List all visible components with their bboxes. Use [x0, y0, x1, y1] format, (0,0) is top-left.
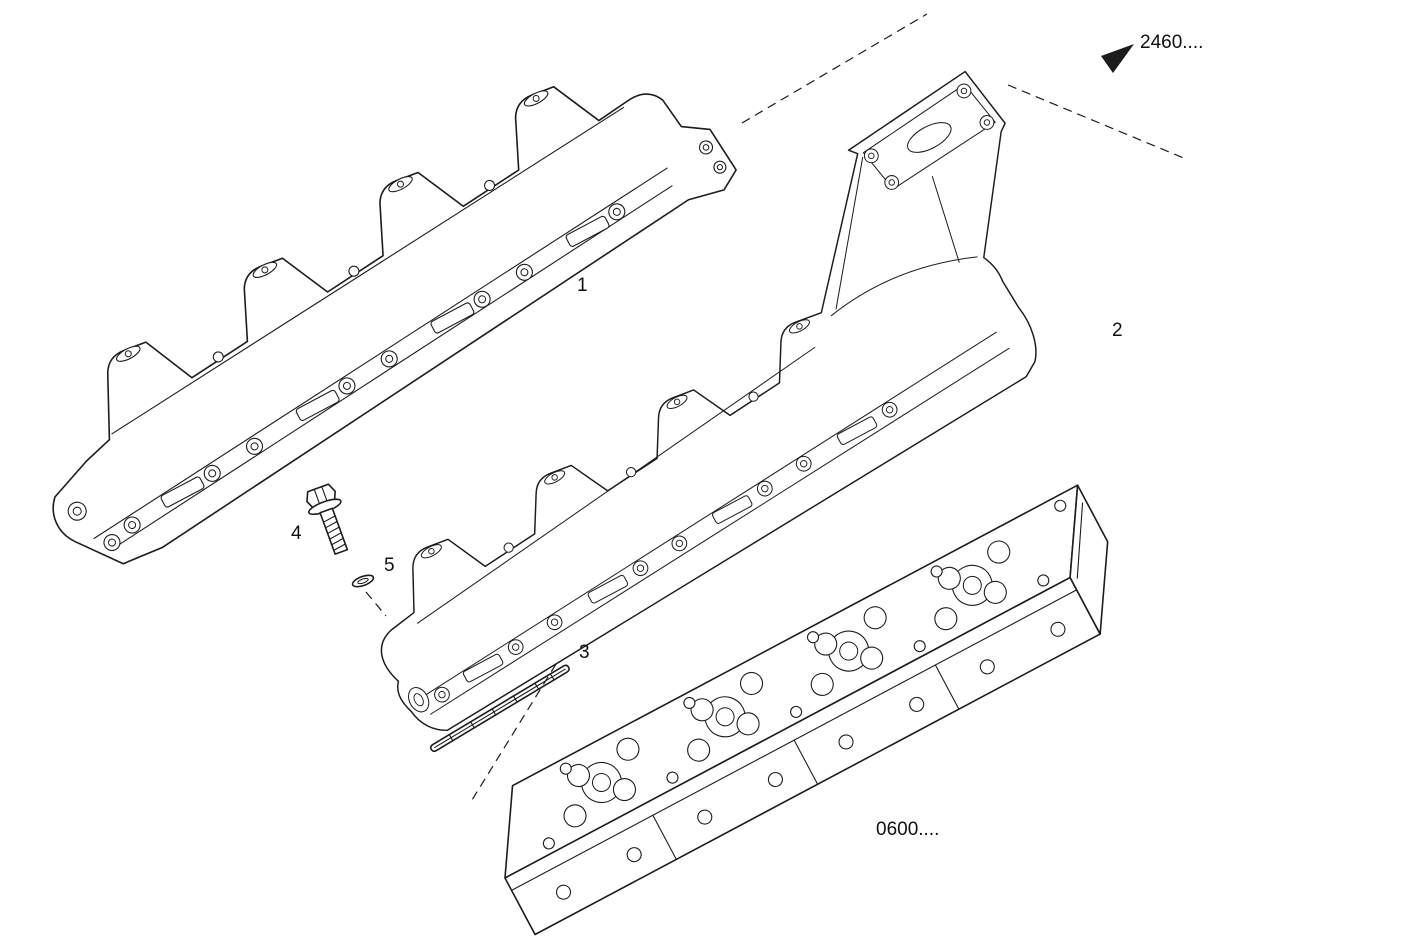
washer-drawing: [351, 574, 375, 588]
reference-0600[interactable]: 0600....: [876, 819, 940, 840]
callout-part-3: 3: [579, 642, 590, 663]
callout-part-4: 4: [291, 523, 302, 544]
callout-part-5: 5: [384, 555, 395, 576]
exhaust-manifold-1-drawing: [52, 86, 737, 565]
gasket-assembly-line: [471, 663, 557, 801]
cylinder-head-drawing: [504, 484, 1109, 936]
direction-arrow-icon: [1101, 44, 1134, 73]
reference-2460[interactable]: 2460....: [1140, 32, 1204, 53]
callout-part-2: 2: [1112, 320, 1123, 341]
washer-assembly-line: [365, 591, 387, 617]
exhaust-manifold-2-drawing: [380, 70, 1037, 732]
bolt-drawing: [306, 483, 349, 555]
gasket-drawing: [429, 664, 570, 753]
reference-leader-lines: [741, 13, 1187, 160]
callout-part-1: 1: [577, 275, 588, 296]
